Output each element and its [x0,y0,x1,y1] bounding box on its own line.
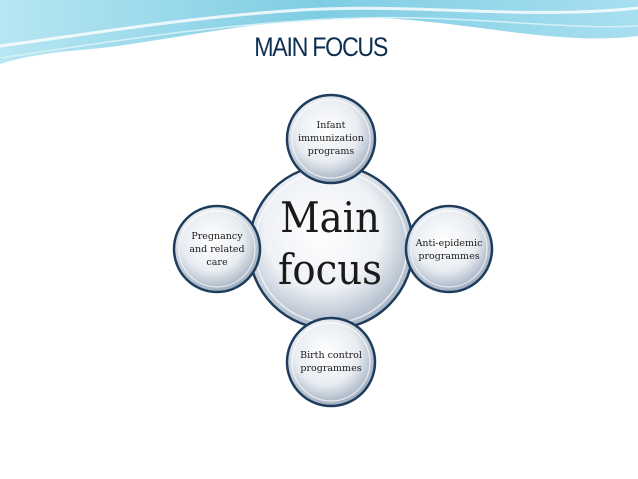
header-wave [0,0,638,64]
bottom-circle [285,316,377,408]
right-label: Anti-epidemic programmes [415,238,483,262]
left-label: Pregnancy and related care [189,231,245,268]
top-circle [285,93,377,185]
header-wave-line [0,16,638,59]
right-circle-ring [410,210,488,288]
left-circle [172,204,262,294]
bottom-circle-ring [291,322,371,402]
top-circle-ring [291,99,371,179]
slide-title: MAIN FOCUS [254,32,388,62]
top-label: Infant immunization programs [298,120,364,157]
center-label: Main focus [278,193,382,294]
bottom-label: Birth control programmes [300,350,362,374]
header-wave-highlight [0,6,638,48]
right-circle [404,204,494,294]
left-circle-ring [178,210,256,288]
